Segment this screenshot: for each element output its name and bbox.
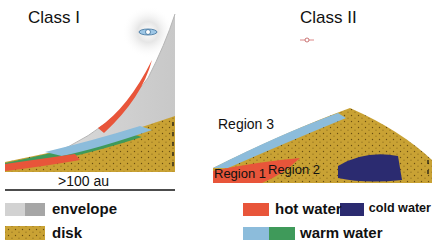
- hot-water: [5, 154, 80, 171]
- legend-label: warm water: [300, 225, 383, 242]
- class-heading: Class II: [300, 9, 357, 28]
- region-label: Region 2: [268, 163, 320, 177]
- protostar-icon: [139, 29, 157, 35]
- star-icon: [300, 38, 314, 42]
- legend-swatch: [243, 203, 269, 216]
- dimension-label: >100 au: [58, 174, 109, 189]
- class-heading: Class I: [28, 9, 80, 28]
- disk-swatch: [5, 226, 45, 240]
- warm-water: [213, 113, 346, 168]
- envelope-swatch-dark: [25, 203, 45, 216]
- envelope: [5, 14, 175, 172]
- legend-swatch: [243, 227, 269, 240]
- region-label: Region 1: [214, 167, 266, 181]
- legend-label: hot water: [275, 201, 342, 218]
- warm-water: [45, 126, 152, 156]
- region-label: Region 3: [218, 117, 274, 132]
- disk-edge: [427, 160, 428, 174]
- legend-label: envelope: [52, 201, 117, 218]
- disk: [5, 116, 175, 172]
- hot-water-outflow: [98, 60, 152, 133]
- legend-swatch: [340, 203, 364, 216]
- warm-water-swatch-green: [269, 227, 295, 240]
- cold-water: [338, 154, 402, 181]
- scale-bar: [5, 189, 175, 191]
- legend-swatch: [5, 203, 25, 216]
- disk-edge: [172, 122, 173, 166]
- legend-label: cold water: [369, 202, 431, 216]
- disk: [213, 108, 432, 183]
- legend-label: disk: [52, 225, 82, 242]
